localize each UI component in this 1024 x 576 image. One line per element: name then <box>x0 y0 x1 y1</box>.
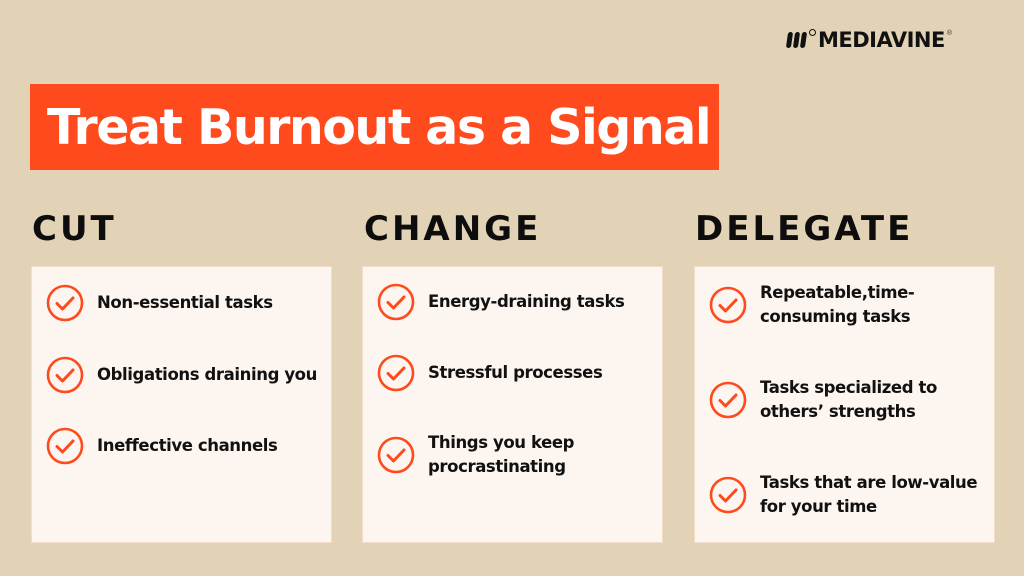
item-text: Non-essential tasks <box>97 293 273 312</box>
card-delegate: Repeatable,time- consuming tasks Tasks s… <box>694 266 995 543</box>
item-text: Tasks specialized to others’ strengths <box>760 378 937 421</box>
item-text: Tasks that are low-value for your time <box>760 473 978 516</box>
list-item: Ineffective channels <box>46 427 278 465</box>
check-circle-icon <box>709 381 747 419</box>
list-item: Obligations draining you <box>46 356 317 394</box>
card-change: Energy-draining tasks Stressful processe… <box>362 266 663 543</box>
check-circle-icon <box>46 284 84 322</box>
logo-text: MEDIAVINE <box>818 27 945 52</box>
list-item: Stressful processes <box>377 354 603 392</box>
list-item: Tasks specialized to others’ strengths <box>709 376 937 424</box>
registered-mark: ® <box>946 30 952 37</box>
item-text: Energy-draining tasks <box>428 292 625 311</box>
logo-dot-icon <box>809 29 816 36</box>
check-circle-icon <box>46 427 84 465</box>
check-circle-icon <box>709 476 747 514</box>
item-text: Repeatable,time- consuming tasks <box>760 283 915 326</box>
mediavine-logo: MEDIAVINE ® <box>785 27 952 53</box>
column-heading-change: CHANGE <box>364 209 542 249</box>
column-heading-cut: CUT <box>32 209 117 249</box>
check-circle-icon <box>46 356 84 394</box>
list-item: Things you keep procrastinating <box>377 431 574 479</box>
item-text: Stressful processes <box>428 363 603 382</box>
title-banner: Treat Burnout as a Signal <box>30 84 719 170</box>
check-circle-icon <box>377 354 415 392</box>
check-circle-icon <box>377 436 415 474</box>
column-heading-delegate: DELEGATE <box>695 209 914 249</box>
item-text: Things you keep procrastinating <box>428 433 575 476</box>
card-cut: Non-essential tasks Obligations draining… <box>31 266 332 543</box>
item-text: Ineffective channels <box>97 436 278 455</box>
page-title: Treat Burnout as a Signal <box>47 98 712 156</box>
item-text: Obligations draining you <box>97 365 317 384</box>
list-item: Energy-draining tasks <box>377 283 625 321</box>
mediavine-leaf-bars-icon <box>785 30 808 50</box>
check-circle-icon <box>709 286 747 324</box>
list-item: Non-essential tasks <box>46 284 273 322</box>
list-item: Repeatable,time- consuming tasks <box>709 281 915 329</box>
check-circle-icon <box>377 283 415 321</box>
list-item: Tasks that are low-value for your time <box>709 471 978 519</box>
